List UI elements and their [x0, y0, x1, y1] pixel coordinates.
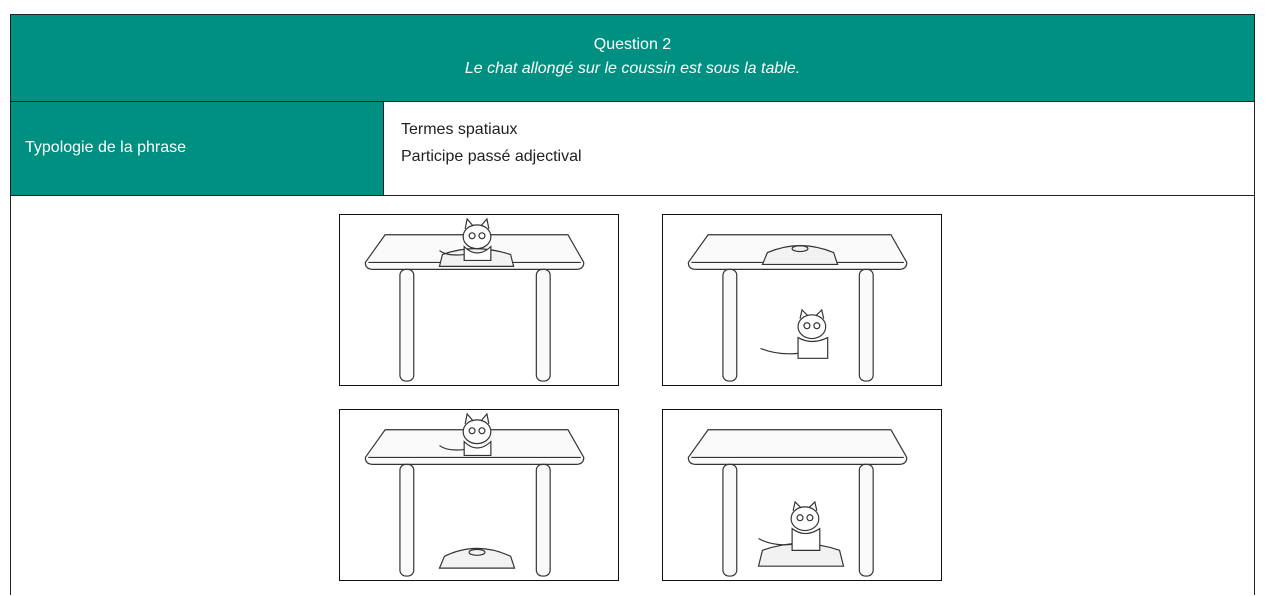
typology-label-cell: Typologie de la phrase — [11, 102, 384, 195]
image-cat-on-cushion-under-table[interactable] — [662, 409, 942, 581]
image-cat-on-cushion-on-table[interactable] — [339, 214, 619, 386]
cushion-under-table-icon — [364, 412, 585, 577]
question-table: Question 2 Le chat allongé sur le coussi… — [10, 14, 1255, 595]
typology-row: Typologie de la phrase Termes spatiaux P… — [11, 102, 1254, 196]
question-header: Question 2 Le chat allongé sur le coussi… — [11, 15, 1254, 102]
cat-cushion-table-icon — [364, 217, 585, 382]
cat-under-table-icon — [687, 234, 908, 382]
typology-label: Typologie de la phrase — [25, 139, 186, 156]
image-cushion-on-table-cat-under[interactable] — [662, 214, 942, 386]
question-sentence: Le chat allongé sur le coussin est sous … — [464, 60, 801, 77]
typology-values: Termes spatiaux Participe passé adjectiv… — [401, 116, 582, 170]
question-title: Question 2 — [593, 36, 672, 53]
typology-value-participle: Participe passé adjectival — [401, 148, 582, 165]
image-cat-on-table-cushion-under[interactable] — [339, 409, 619, 581]
cat-cushion-under-table-icon — [687, 429, 908, 577]
typology-value-spatial: Termes spatiaux — [401, 121, 518, 138]
images-cell — [11, 196, 1254, 596]
